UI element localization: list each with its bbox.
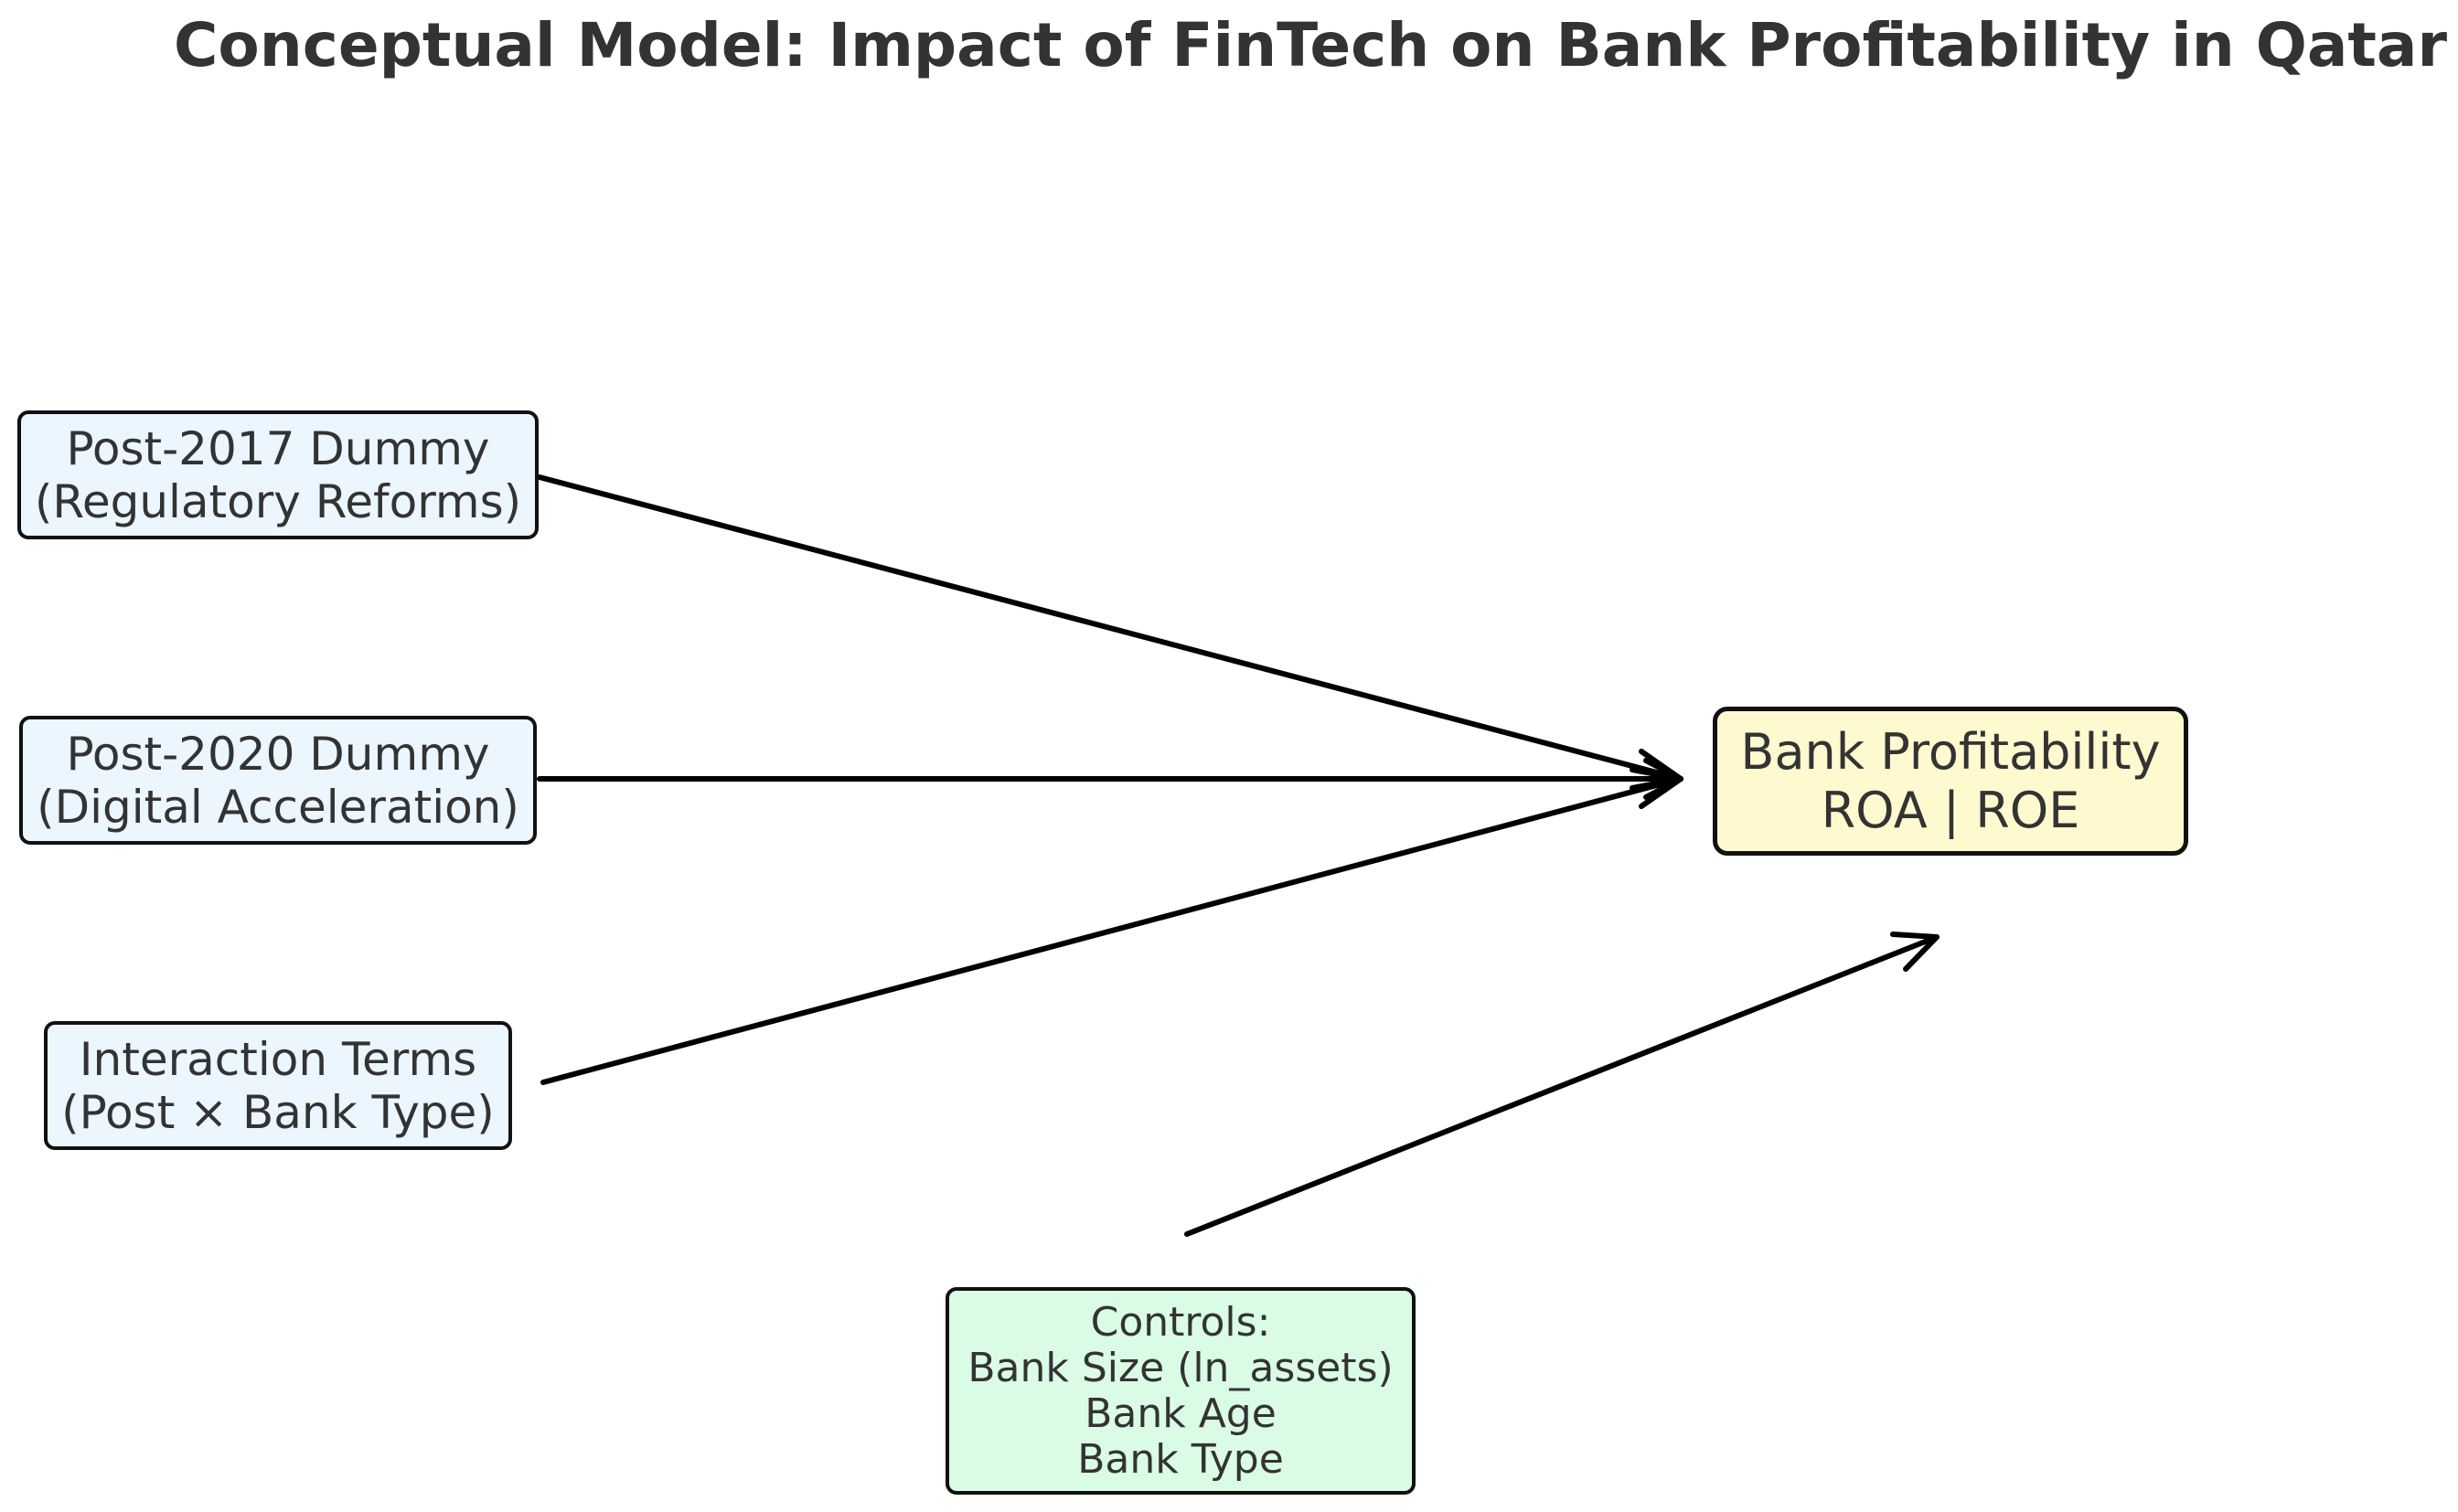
post-2017-dummy-label: Post-2017 Dummy <box>66 421 490 475</box>
bank-profitability-box: Bank Profitability ROA | ROE <box>1713 707 2188 856</box>
control-item: Bank Size (ln_assets) <box>967 1344 1394 1391</box>
arrow-post2020-to-profitability <box>537 758 1683 800</box>
controls-box: Controls: Bank Size (ln_assets) Bank Age… <box>946 1287 1416 1495</box>
bank-profitability-label: Bank Profitability <box>1740 722 2161 781</box>
diagram-title: Conceptual Model: Impact of FinTech on B… <box>174 10 2447 80</box>
post-2020-dummy-box: Post-2020 Dummy (Digital Acceleration) <box>19 716 537 845</box>
arrow-post2017-to-profitability <box>537 474 1683 791</box>
control-item: Bank Age <box>1085 1390 1277 1437</box>
post-2017-dummy-box: Post-2017 Dummy (Regulatory Reforms) <box>17 410 539 539</box>
arrow-interaction-to-profitability <box>540 767 1683 1085</box>
interaction-terms-description: (Post × Bank Type) <box>61 1085 495 1139</box>
controls-heading: Controls: <box>1090 1298 1271 1346</box>
control-item: Bank Type <box>1077 1435 1284 1483</box>
post-2017-dummy-description: (Regulatory Reforms) <box>34 474 522 528</box>
interaction-terms-label: Interaction Terms <box>79 1032 477 1086</box>
post-2020-dummy-label: Post-2020 Dummy <box>66 727 490 781</box>
interaction-terms-box: Interaction Terms (Post × Bank Type) <box>44 1021 512 1150</box>
arrow-controls-to-profitability <box>1184 932 1940 1237</box>
post-2020-dummy-description: (Digital Acceleration) <box>37 780 519 834</box>
profitability-measures: ROA | ROE <box>1821 781 2080 839</box>
